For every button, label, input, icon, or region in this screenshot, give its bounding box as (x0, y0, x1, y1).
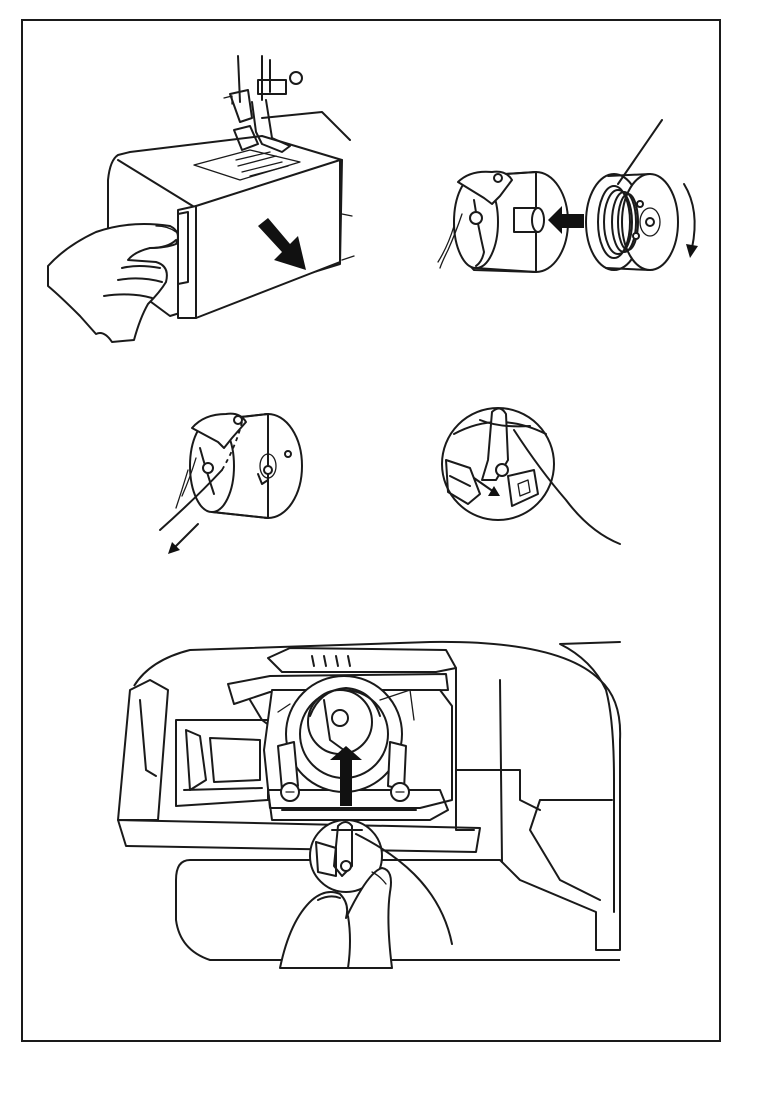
bobbin-case-icon (438, 172, 568, 272)
rotation-arrow-icon (684, 184, 698, 258)
bobbin-case-icon (176, 414, 302, 518)
panel-thread-slot (160, 414, 302, 554)
panel-install-bobbin-case (118, 642, 620, 968)
panel-insert-bobbin (438, 120, 698, 272)
panel-remove-cover (48, 56, 354, 342)
hand-icon (48, 224, 178, 342)
bobbin-icon (586, 174, 678, 270)
panel-tension-spring (442, 408, 620, 544)
pull-arrow-icon (168, 524, 198, 554)
